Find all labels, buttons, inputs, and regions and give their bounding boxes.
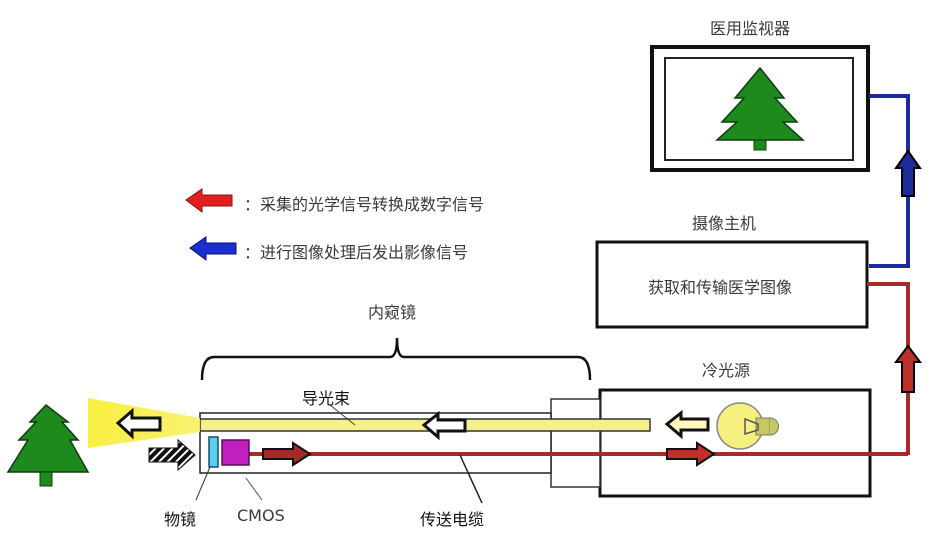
connector-box — [550, 398, 601, 488]
monitor-label: 医用监视器 — [710, 19, 791, 38]
camera-host-desc: 获取和传输医学图像 — [648, 278, 793, 297]
cable-label: 传送电缆 — [420, 510, 485, 529]
red-signal-line-right — [867, 282, 910, 455]
objective-lens — [208, 436, 219, 468]
red-up-arrow — [894, 344, 922, 393]
objective-label: 物镜 — [164, 510, 197, 529]
reflected-light-arrow — [148, 438, 196, 472]
cmos-sensor — [221, 439, 250, 466]
blue-up-arrow — [894, 149, 922, 197]
light-arrow-bundle — [421, 410, 467, 441]
legend-blue-arrow — [189, 236, 237, 261]
cmos-label: CMOS — [237, 506, 285, 525]
legend-red-text: ：采集的光学信号转换成数字信号 — [244, 195, 485, 214]
camera-host-box — [595, 240, 869, 329]
light-bulb-icon — [716, 402, 779, 450]
legend-red-arrow — [185, 188, 233, 213]
light-arrow-source — [664, 409, 710, 440]
object-tree-icon — [6, 403, 90, 487]
medical-monitor — [650, 45, 870, 172]
red-arrow-cable-1 — [262, 441, 312, 467]
light-arrow-out — [115, 407, 162, 440]
red-arrow-cable-2 — [666, 441, 716, 467]
camera-host-label: 摄像主机 — [692, 214, 757, 233]
monitor-tree-icon — [715, 66, 805, 151]
light-bundle-label: 导光束 — [302, 389, 351, 408]
endoscope-label: 内窥镜 — [368, 303, 417, 322]
cold-light-label: 冷光源 — [702, 361, 751, 380]
legend-blue-text: ：进行图像处理后发出影像信号 — [244, 243, 469, 262]
endoscope-brace — [200, 337, 592, 381]
